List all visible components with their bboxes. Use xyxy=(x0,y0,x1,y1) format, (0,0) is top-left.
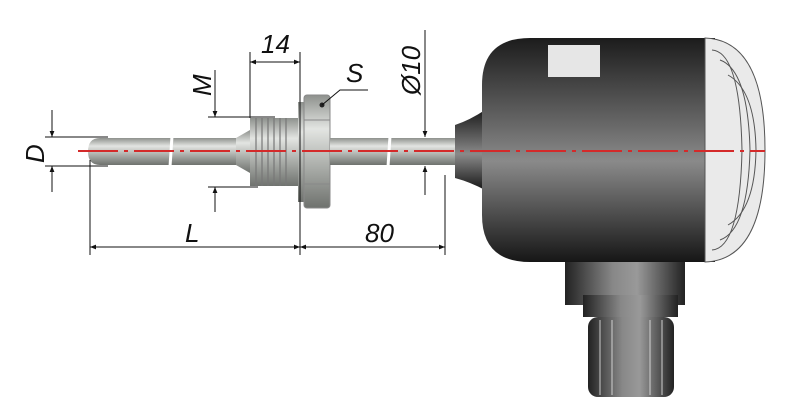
label-neck-diameter: Ø10 xyxy=(396,45,426,96)
cable-gland xyxy=(588,317,674,397)
head-label-window xyxy=(548,45,600,77)
label-neck-length: 80 xyxy=(365,218,394,248)
probe-cone xyxy=(236,130,250,173)
gland-ribs xyxy=(599,320,663,395)
dimension-lines xyxy=(45,30,446,255)
label-thread: M xyxy=(187,74,217,96)
dimension-labels: D M 14 S Ø10 L 80 xyxy=(20,29,426,248)
label-thread-length: 14 xyxy=(261,29,290,59)
label-probe-diameter: D xyxy=(20,144,50,163)
cable-gland-nut xyxy=(583,295,678,317)
connection-head xyxy=(455,37,766,397)
label-immersion-length: L xyxy=(185,218,199,248)
label-wrench-size: S xyxy=(346,58,364,88)
